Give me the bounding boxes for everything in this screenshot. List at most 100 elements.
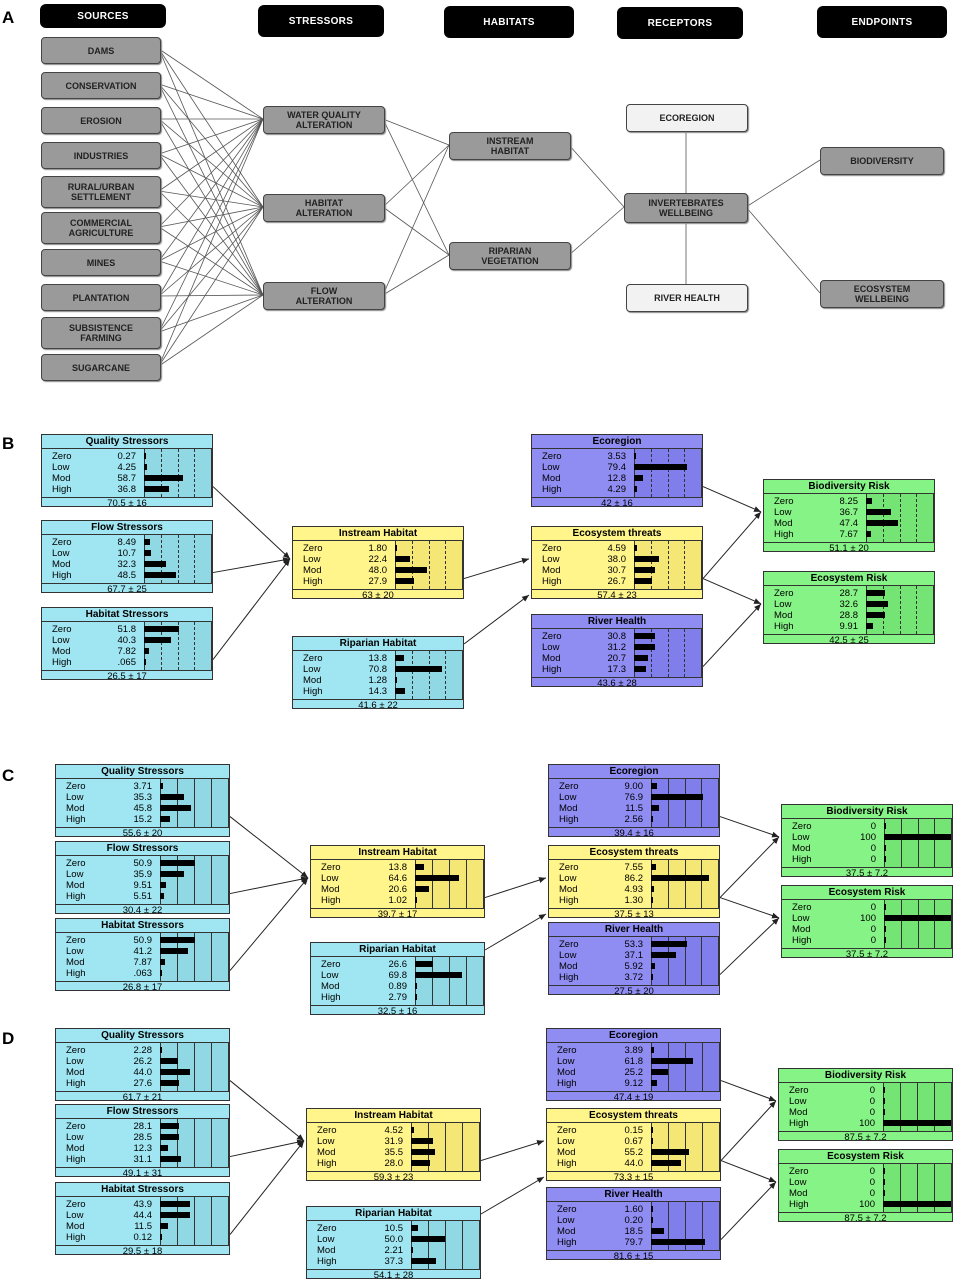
probability-bar — [415, 875, 459, 881]
state-probability: 0 — [870, 843, 876, 854]
probability-bar — [415, 886, 429, 892]
probability-bar — [411, 1149, 436, 1155]
node-expected-value: 59.3 ± 23 — [307, 1171, 480, 1184]
probability-bar — [651, 963, 655, 969]
gridline — [415, 957, 416, 1005]
network-arrow — [463, 594, 530, 645]
node-expected-value: 87.5 ± 7.2 — [779, 1212, 952, 1225]
gridline — [462, 651, 463, 699]
state-label: High — [557, 1237, 577, 1248]
state-label: High — [559, 895, 579, 906]
gridline — [466, 860, 467, 908]
gridline — [684, 860, 686, 908]
state-label: Mod — [792, 843, 811, 854]
source-dams: DAMS — [41, 37, 161, 64]
network-arrow — [720, 1181, 777, 1240]
state-label: Mod — [321, 884, 340, 895]
source-industries: INDUSTRIES — [41, 142, 161, 169]
source-conservation: CONSERVATION — [41, 72, 161, 99]
state-probability: 0 — [870, 924, 876, 935]
state-label: High — [792, 854, 812, 865]
network-arrow — [229, 1140, 305, 1235]
node-expected-value: 54.1 ± 28 — [307, 1269, 480, 1282]
state-label: High — [52, 570, 72, 581]
gridline — [466, 957, 467, 1005]
node-expected-value: 42 ± 16 — [532, 497, 702, 510]
state-label: Zero — [66, 781, 86, 792]
state-label: High — [789, 1118, 809, 1129]
habitat-receptor-link — [568, 206, 625, 256]
state-label: Mod — [303, 565, 322, 576]
state-probability: 44.0 — [624, 1158, 644, 1169]
state-label: Zero — [317, 1223, 337, 1234]
gridline — [445, 651, 447, 699]
gridline — [228, 1043, 229, 1091]
probability-bar — [634, 567, 655, 573]
probability-bar — [144, 539, 150, 545]
source-stressor-link — [158, 190, 264, 208]
state-probability: 40.3 — [117, 635, 137, 646]
state-row-mod: Mod 0 — [782, 843, 952, 854]
state-probability: 4.52 — [384, 1125, 404, 1136]
probability-bar — [160, 1069, 190, 1075]
state-probability: 36.7 — [839, 507, 859, 518]
state-probability: 28.5 — [133, 1132, 153, 1143]
gridline — [651, 937, 652, 985]
node-title: Instream Habitat — [293, 527, 463, 541]
gridline — [951, 1164, 952, 1212]
state-label: Zero — [774, 588, 794, 599]
gridline — [228, 1197, 229, 1245]
probability-bar — [144, 550, 152, 556]
state-probability: 3.71 — [133, 781, 153, 792]
gridline — [685, 1123, 686, 1171]
state-label: Low — [542, 554, 560, 565]
state-probability: 5.51 — [133, 891, 153, 902]
state-label: Zero — [559, 939, 579, 950]
state-probability: 9.51 — [133, 880, 153, 891]
header-endpoints: ENDPOINTS — [817, 6, 947, 38]
state-row-high: High.065 — [42, 657, 212, 668]
state-label: Low — [557, 1215, 575, 1226]
state-label: Mod — [789, 1107, 808, 1118]
header-sources: SOURCES — [40, 4, 166, 28]
stressor-habitat-link — [382, 206, 450, 256]
gridline — [685, 1202, 686, 1250]
node-expected-value: 29.5 ± 18 — [56, 1245, 229, 1258]
probability-bar — [144, 475, 184, 481]
source-mines: MINES — [41, 249, 161, 276]
network-arrow — [702, 511, 762, 579]
probability-bar — [415, 994, 417, 1000]
gridline — [160, 1197, 161, 1245]
probability-bar — [160, 1212, 191, 1218]
source-stressor-link — [158, 206, 264, 262]
gridline — [449, 957, 450, 1005]
state-label: Zero — [789, 1166, 809, 1177]
gridline — [634, 449, 635, 497]
gridline — [228, 933, 229, 981]
node-title: Ecosystem threats — [532, 527, 702, 541]
state-probability: 7.55 — [624, 862, 644, 873]
node-expected-value: 67.7 ± 25 — [42, 583, 212, 596]
probability-bar — [395, 545, 397, 551]
